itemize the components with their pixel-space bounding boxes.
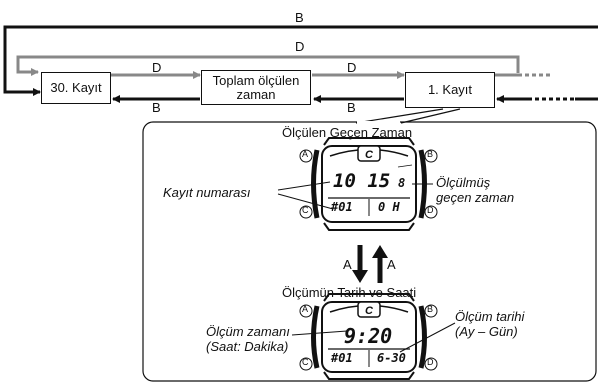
box-total-line1: Toplam ölçülen	[212, 72, 300, 88]
loop-b-outer	[3, 25, 598, 96]
box-record-30-label: 30. Kayıt	[50, 80, 102, 96]
label-b-left: B	[152, 100, 161, 115]
measure-time-line2: (Saat: Dakika)	[206, 339, 289, 354]
date-time-title: Ölçümün Tarih ve Saati	[282, 285, 417, 300]
loop-d-outer	[16, 55, 520, 76]
watch-elapsed: C	[311, 137, 427, 231]
svg-text:C: C	[365, 149, 374, 161]
watch2-button-b: B	[427, 304, 434, 314]
watch-datetime: C	[311, 293, 427, 380]
callout-line	[355, 108, 461, 124]
leader-record-number-1	[277, 181, 331, 191]
elapsed-title: Ölçülen Geçen Zaman	[282, 125, 413, 140]
watch1-main-digits: 10 15	[333, 170, 391, 192]
watch1-button-d: D	[427, 205, 434, 215]
watch2-record-number: #01	[331, 351, 353, 365]
measure-date-line1: Ölçüm tarihi	[455, 309, 525, 324]
watch2-date: 6-30	[377, 351, 406, 365]
label-d-top: D	[295, 39, 305, 54]
watch2-time-digits: 9:20	[344, 324, 393, 348]
leader-measure-time	[291, 330, 348, 336]
watch2-button-c: C	[302, 357, 309, 367]
watch1-record-number: #01	[331, 200, 353, 214]
watch1-sub-digit: 8	[398, 176, 406, 190]
box-record-1-label: 1. Kayıt	[427, 82, 473, 98]
measured-elapsed-line2: geçen zaman	[436, 190, 515, 205]
watch2-button-a: A	[302, 304, 309, 314]
box-record-30: 30. Kayıt	[41, 72, 111, 104]
leader-measure-date	[399, 322, 456, 353]
label-d-right: D	[347, 60, 357, 75]
label-d-left: D	[152, 60, 162, 75]
leader-record-number-2	[277, 193, 334, 210]
svg-text:C: C	[365, 305, 374, 317]
measured-elapsed-line1: Ölçülmüş	[436, 175, 491, 190]
box-record-1: 1. Kayıt	[405, 72, 495, 108]
watch1-button-a: A	[302, 149, 309, 159]
label-b-right: B	[347, 100, 356, 115]
watch1-hours: 0 H	[378, 200, 400, 214]
measure-date-line2: (Ay – Gün)	[455, 324, 518, 339]
arrow-a-down-label: A	[343, 257, 352, 272]
measure-time-line1: Ölçüm zamanı	[206, 324, 290, 339]
arrow-a-up-label: A	[387, 257, 396, 272]
box-total-line2: zaman	[236, 86, 276, 102]
label-b-top: B	[295, 10, 304, 25]
watch1-button-c: C	[302, 205, 309, 215]
box-total-measured: Toplam ölçülen zaman	[201, 70, 311, 105]
watch2-button-d: D	[427, 357, 434, 367]
record-number-label: Kayıt numarası	[163, 185, 251, 200]
watch1-button-b: B	[427, 149, 434, 159]
